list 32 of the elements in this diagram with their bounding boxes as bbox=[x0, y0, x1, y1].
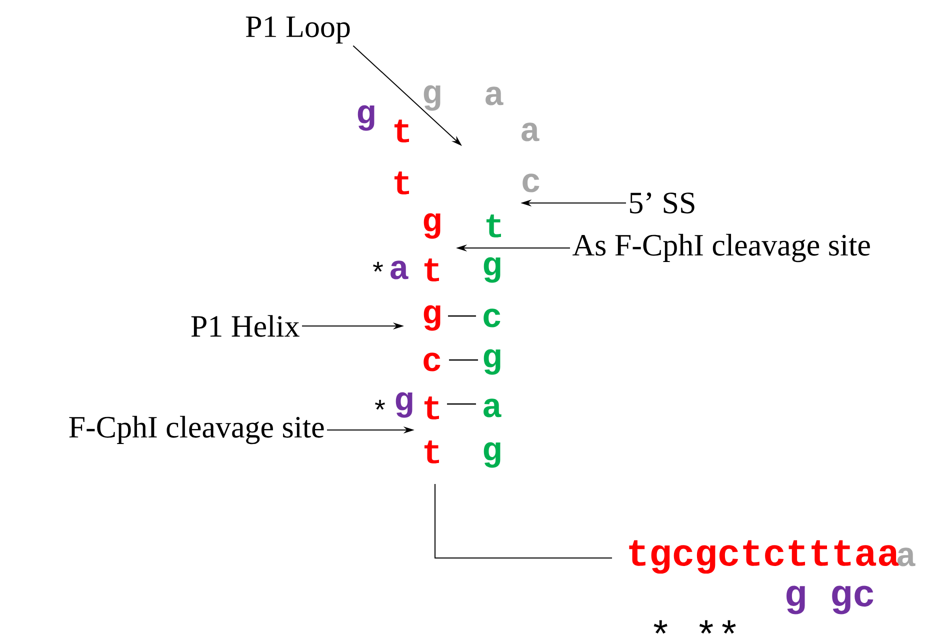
nucleotide-letter: g bbox=[484, 349, 500, 375]
nucleotide-letter: t bbox=[394, 172, 409, 194]
nucleotide-letter: c bbox=[424, 352, 440, 372]
asterisk-mark: * bbox=[375, 400, 385, 410]
nucleotide-letter: g bbox=[358, 105, 374, 131]
nucleotide-letter: c bbox=[522, 174, 540, 192]
nucleotide-letter: t bbox=[424, 258, 439, 282]
sequence-text: g gc bbox=[786, 586, 874, 614]
nucleotide-letter: g bbox=[424, 305, 440, 331]
nucleotide-letter: a bbox=[486, 86, 504, 106]
nucleotide-letter: a bbox=[484, 398, 502, 418]
nucleotide-letter: c bbox=[484, 308, 500, 328]
nucleotide-letter: t bbox=[424, 440, 439, 464]
callout-text: 5’ SS bbox=[630, 192, 694, 214]
asterisk-marks: * ** bbox=[654, 620, 736, 634]
nucleotide-letter: t bbox=[394, 120, 409, 142]
asterisk-mark: * bbox=[373, 262, 383, 272]
nucleotide-letter: t bbox=[424, 396, 439, 420]
nucleotide-letter: g bbox=[484, 442, 500, 468]
callout-text: As F-CphI cleavage site bbox=[572, 234, 870, 262]
nucleotide-letter: g bbox=[424, 213, 440, 239]
sequence-text: tgcgctctttaa bbox=[629, 540, 899, 574]
nucleotide-letter: g bbox=[396, 392, 412, 418]
callout-text: F-CphI cleavage site bbox=[69, 416, 324, 444]
nucleotide-letter: g bbox=[424, 85, 440, 111]
nucleotide-letter: t bbox=[486, 214, 501, 238]
callout-text: P1 Loop bbox=[246, 16, 350, 44]
nucleotide-letter: a bbox=[898, 548, 916, 566]
nucleotide-letter: g bbox=[484, 257, 500, 283]
callout-text: P1 Helix bbox=[191, 315, 300, 337]
nucleotide-letter: a bbox=[390, 260, 408, 280]
nucleotide-letter: a bbox=[522, 122, 540, 142]
